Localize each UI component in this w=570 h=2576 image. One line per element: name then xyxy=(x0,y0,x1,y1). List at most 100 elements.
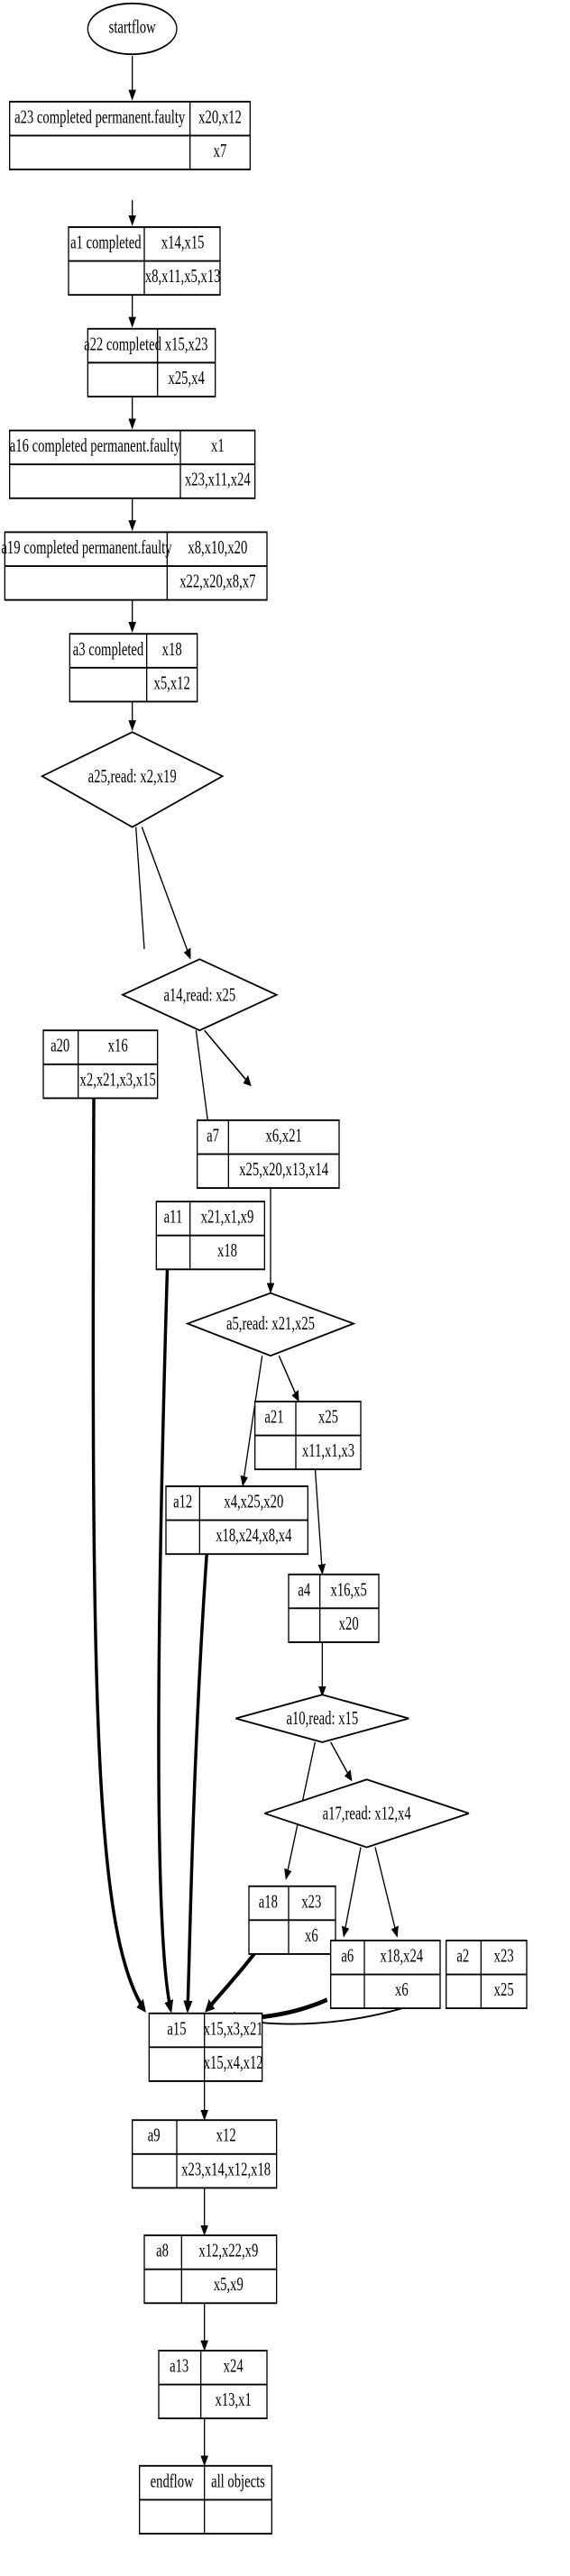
node-startflow-label: startflow xyxy=(109,16,156,37)
node-a18[interactable]: a18 x23 x6 xyxy=(248,1885,336,1955)
node-a17[interactable]: a17,read: x12,x4 xyxy=(264,1778,470,1849)
node-a3-left: a3 completed xyxy=(73,638,144,659)
node-a4-right-bottom: x20 xyxy=(339,1612,359,1633)
node-a21-right-top: x25 xyxy=(318,1406,338,1427)
node-a20[interactable]: a20 x16 x2,x21,x3,x15 xyxy=(42,1029,159,1100)
node-a4-right-top: x16,x5 xyxy=(331,1579,367,1600)
node-a13-left: a13 xyxy=(170,2355,188,2376)
node-a18-left: a18 xyxy=(259,1891,278,1912)
node-a14-label: a14,read: x25 xyxy=(163,984,235,1005)
node-a4[interactable]: a4 x16,x5 x20 xyxy=(288,1573,380,1643)
node-startflow[interactable]: startflow xyxy=(87,2,178,56)
node-a25-label: a25,read: x2,x19 xyxy=(88,765,177,786)
node-a11[interactable]: a11 x21,x1,x9 x18 xyxy=(155,1201,265,1271)
edge-a5-a12 xyxy=(240,1356,263,1487)
node-a9-left: a9 xyxy=(148,2124,161,2145)
node-a23-right-bottom: x7 xyxy=(214,141,227,161)
node-a22-right-bottom: x25,x4 xyxy=(169,367,205,388)
node-a21[interactable]: a21 x25 x11,x1,x3 xyxy=(254,1401,362,1471)
node-a7-right-top: x6,x21 xyxy=(266,1125,302,1146)
node-a10[interactable]: a10,read: x15 xyxy=(235,1694,409,1743)
node-a19-right-top: x8,x10,x20 xyxy=(188,536,247,557)
node-a1-left: a1 completed xyxy=(70,232,142,252)
edge-a21-a4 xyxy=(314,1467,326,1576)
node-a19-left: a19 completed permanent.faulty xyxy=(1,536,171,557)
node-a22-right-top: x15,x23 xyxy=(165,333,208,354)
node-a21-left: a21 xyxy=(264,1406,283,1427)
node-a2-left: a2 xyxy=(456,1945,469,1966)
node-layer: startflow a23 completed permanent.faulty… xyxy=(1,2,528,2535)
edge-a10-a17 xyxy=(330,1741,353,1782)
node-a4-left: a4 xyxy=(298,1579,310,1600)
node-a6-left: a6 xyxy=(341,1945,354,1966)
node-a12-right-bottom: x18,x24,x8,x4 xyxy=(216,1525,291,1546)
node-a21-right-bottom: x11,x1,x3 xyxy=(302,1440,354,1461)
node-a3-right-bottom: x5,x12 xyxy=(154,672,190,693)
node-a5-label: a5,read: x21,x25 xyxy=(226,1313,315,1334)
node-a15-right-top: x15,x3,x21 xyxy=(204,2018,263,2039)
node-endflow-right-top: all objects xyxy=(211,2471,265,2491)
node-a20-left: a20 xyxy=(51,1035,69,1055)
node-a9[interactable]: a9 x12 x23,x14,x12,x18 xyxy=(132,2119,278,2189)
node-a7[interactable]: a7 x6,x21 x25,x20,x13,x14 xyxy=(197,1119,340,1190)
node-a6-right-bottom: x6 xyxy=(395,1979,409,2000)
node-a11-left: a11 xyxy=(164,1206,183,1227)
node-a6-right-top: x18,x24 xyxy=(381,1945,424,1966)
node-a19[interactable]: a19 completed permanent.faulty x8,x10,x2… xyxy=(1,531,268,601)
node-endflow[interactable]: endflow all objects xyxy=(139,2464,272,2535)
node-a14[interactable]: a14,read: x25 xyxy=(120,958,279,1032)
node-a3-right-top: x18 xyxy=(162,638,182,659)
node-a12[interactable]: a12 x4,x25,x20 x18,x24,x8,x4 xyxy=(165,1485,308,1556)
node-a1-right-top: x14,x15 xyxy=(161,232,205,252)
node-a2-right-bottom: x25 xyxy=(494,1979,514,2000)
node-a3[interactable]: a3 completed x18 x5,x12 xyxy=(69,633,198,703)
node-a20-right-bottom: x2,x21,x3,x15 xyxy=(80,1069,156,1090)
node-a8[interactable]: a8 x12,x22,x9 x5,x9 xyxy=(143,2234,278,2305)
node-a8-right-bottom: x5,x9 xyxy=(214,2274,244,2295)
edge-a17-a6 xyxy=(341,1847,362,1938)
node-a1-right-bottom: x8,x11,x5,x13 xyxy=(145,266,221,287)
edge-a12-a15 xyxy=(183,1552,209,2014)
node-a15[interactable]: a15 x15,x3,x21 x15,x4,x12 xyxy=(148,2012,263,2082)
edge-a11-a15 xyxy=(157,1233,174,2014)
node-a23[interactable]: a23 completed permanent.faulty x20,x12 x… xyxy=(9,100,251,170)
node-a2-right-top: x23 xyxy=(494,1945,514,1966)
node-endflow-label: endflow xyxy=(151,2471,194,2491)
node-a7-right-bottom: x25,x20,x13,x14 xyxy=(239,1159,328,1180)
node-a5[interactable]: a5,read: x21,x25 xyxy=(185,1292,356,1357)
node-a25[interactable]: a25,read: x2,x19 xyxy=(40,731,225,828)
edge-a25-a14 xyxy=(141,827,191,960)
node-a7-left: a7 xyxy=(207,1125,219,1146)
node-a6[interactable]: a6 x18,x24 x6 xyxy=(330,1939,441,2010)
node-a12-left: a12 xyxy=(173,1491,192,1512)
node-a8-right-top: x12,x22,x9 xyxy=(198,2240,258,2261)
node-a16-right-bottom: x23,x11,x24 xyxy=(185,469,251,489)
node-a13-right-bottom: x13,x1 xyxy=(216,2389,252,2410)
node-a13[interactable]: a13 x24 x13,x1 xyxy=(158,2349,268,2420)
node-a1[interactable]: a1 completed x14,x15 x8,x11,x5,x13 xyxy=(68,226,221,297)
edge-a20-a15 xyxy=(91,1098,146,2013)
edge-a17-a2 xyxy=(374,1847,399,1938)
node-a19-right-bottom: x22,x20,x8,x7 xyxy=(179,571,255,591)
node-a17-label: a17,read: x12,x4 xyxy=(323,1803,411,1823)
edge-a14-a7 xyxy=(204,1029,252,1087)
node-a9-right-top: x12 xyxy=(216,2124,236,2145)
node-a23-left: a23 completed permanent.faulty xyxy=(14,106,185,127)
node-a9-right-bottom: x23,x14,x12,x18 xyxy=(181,2159,271,2179)
node-a16[interactable]: a16 completed permanent.faulty x1 x23,x1… xyxy=(9,429,256,499)
node-a2[interactable]: a2 x23 x25 xyxy=(445,1939,528,2010)
node-a16-right-top: x1 xyxy=(211,435,225,456)
node-a18-right-top: x23 xyxy=(301,1891,321,1912)
node-a15-left: a15 xyxy=(167,2018,186,2039)
node-a12-right-top: x4,x25,x20 xyxy=(224,1491,283,1512)
node-a18-right-bottom: x6 xyxy=(305,1924,318,1945)
node-a10-label: a10,read: x15 xyxy=(286,1708,358,1729)
node-a23-right-top: x20,x12 xyxy=(198,106,242,127)
node-a11-right-bottom: x18 xyxy=(217,1240,237,1261)
node-a22-left: a22 completed xyxy=(84,333,161,354)
node-a13-right-top: x24 xyxy=(224,2355,244,2376)
node-a15-right-bottom: x15,x4,x12 xyxy=(204,2051,263,2072)
node-a22[interactable]: a22 completed x15,x23 x25,x4 xyxy=(84,327,216,397)
node-a16-left: a16 completed permanent.faulty xyxy=(10,435,180,456)
